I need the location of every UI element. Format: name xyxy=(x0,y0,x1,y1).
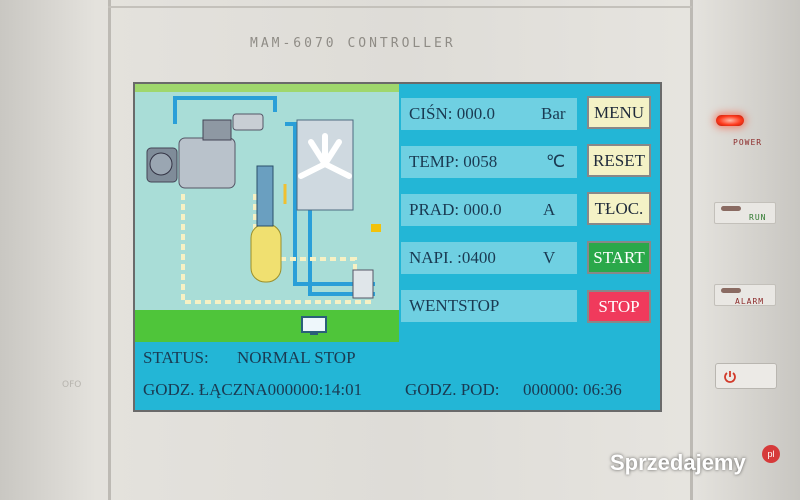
diagram-top-strip xyxy=(135,84,399,92)
voltage-readout: NAPI. :0400 V xyxy=(401,242,577,274)
menu-button[interactable]: MENU xyxy=(587,96,651,129)
alarm-indicator: ALARM xyxy=(714,284,776,306)
fan-status-readout: WENTSTOP xyxy=(401,290,577,322)
power-led xyxy=(716,115,744,126)
total-hours-label: GODZ. ŁĄCZNA xyxy=(143,380,268,399)
alarm-label: ALARM xyxy=(735,297,765,306)
hmi-screen: CIŚN: 000.0 Bar TEMP: 0058 ℃ PRAD: 000.0… xyxy=(133,82,662,412)
run-label: RUN xyxy=(749,213,767,222)
current-value: PRAD: 000.0 xyxy=(409,200,502,219)
total-hours-value: 000000:14:01 xyxy=(267,380,363,399)
watermark-badge: pl xyxy=(762,445,780,463)
monitor-icon xyxy=(301,316,327,335)
fan-status-value: WENTSTOP xyxy=(409,296,500,315)
side-mark: OFO xyxy=(62,380,82,390)
controller-model-title: MAM-6070 CONTROLLER xyxy=(250,36,456,51)
status-label: STATUS: xyxy=(143,348,209,367)
start-button[interactable]: START xyxy=(587,241,651,274)
status-value: NORMAL STOP xyxy=(236,348,356,367)
stop-button[interactable]: STOP xyxy=(587,290,651,323)
run-indicator: RUN xyxy=(714,202,776,224)
power-label: POWER xyxy=(733,138,763,147)
outlet-valve xyxy=(371,224,381,232)
reset-button[interactable]: RESET xyxy=(587,144,651,177)
motor-hub xyxy=(149,152,173,176)
current-readout: PRAD: 000.0 A xyxy=(401,194,577,226)
bezel-seam xyxy=(108,0,111,500)
bezel-seam xyxy=(108,6,692,8)
voltage-value: NAPI. :0400 xyxy=(409,248,496,267)
status-row: STATUS: NORMAL STOP xyxy=(143,348,356,368)
ground-strip xyxy=(135,310,399,342)
compressor-diagram xyxy=(135,84,399,342)
temperature-value: TEMP: 0058 xyxy=(409,152,498,171)
watermark-logo: Sprzedajemy xyxy=(610,450,746,475)
power-icon xyxy=(724,371,736,383)
power-button[interactable] xyxy=(715,363,777,389)
drain-unit xyxy=(352,269,374,299)
air-filter xyxy=(232,113,264,131)
alarm-led xyxy=(721,288,741,293)
compressor-schematic xyxy=(146,96,381,304)
tloc-button[interactable]: TŁOC. xyxy=(587,192,651,225)
pressure-readout: CIŚN: 000.0 Bar xyxy=(401,98,577,130)
flow-line xyxy=(181,194,375,304)
pressure-value: CIŚN: 000.0 xyxy=(409,104,495,123)
temperature-readout: TEMP: 0058 ℃ xyxy=(401,146,577,178)
hours-row: GODZ. ŁĄCZNA000000:14:01 GODZ. POD: 0000… xyxy=(143,380,660,400)
flow-line xyxy=(280,257,357,274)
air-end xyxy=(178,137,236,189)
pipe xyxy=(173,96,277,114)
run-led xyxy=(721,206,741,211)
voltage-unit: V xyxy=(543,248,556,267)
bezel-seam xyxy=(690,0,693,500)
separator-tank xyxy=(250,223,282,283)
temperature-unit: ℃ xyxy=(546,152,566,171)
tank-neck xyxy=(256,165,274,227)
pressure-unit: Bar xyxy=(541,104,566,123)
current-unit: A xyxy=(543,200,556,219)
load-hours-value: 000000: 06:36 xyxy=(523,380,622,399)
load-hours-label: GODZ. POD: xyxy=(405,380,500,399)
cooling-fan xyxy=(298,133,352,179)
intake-valve xyxy=(202,119,232,141)
pipe xyxy=(285,122,375,286)
